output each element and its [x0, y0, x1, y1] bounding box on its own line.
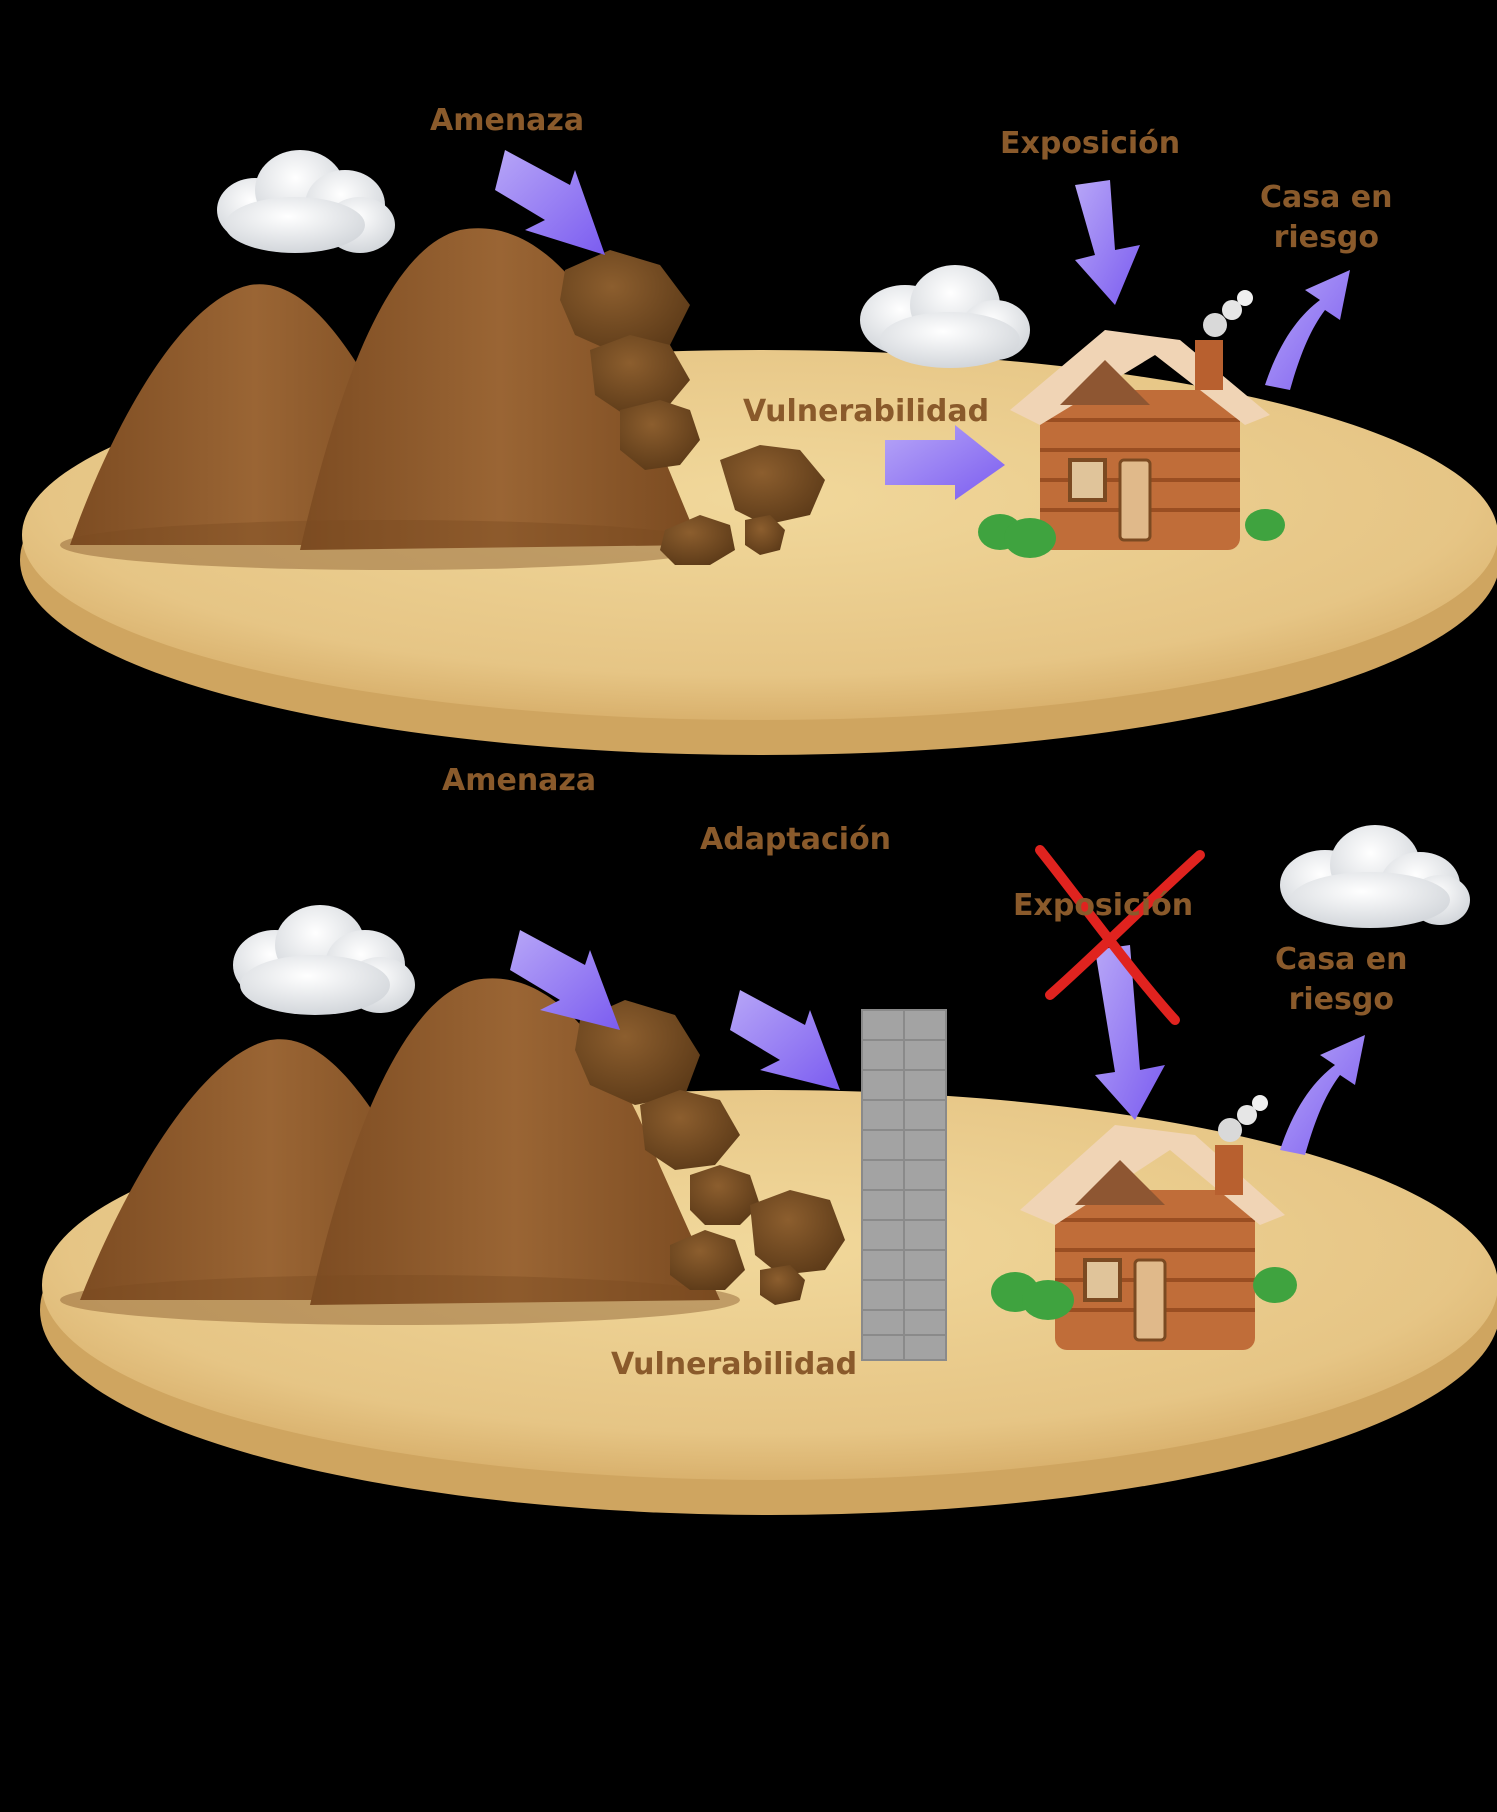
- label-amenaza: Amenaza: [442, 763, 597, 798]
- mountain-icon: [310, 978, 720, 1305]
- scene-adaptation: Amenaza Adaptación Exposición Casa en ri…: [0, 763, 1497, 1530]
- arrow-icon: [510, 930, 620, 1030]
- bush-icon: [1245, 509, 1285, 541]
- label-casa-en-riesgo: Casa en riesgo: [1275, 940, 1408, 1020]
- label-adaptacion: Adaptación: [700, 822, 892, 857]
- arrow-icon: [1075, 180, 1140, 305]
- mountain-icon: [300, 228, 700, 550]
- rock-icon: [560, 250, 825, 565]
- wall-icon: [861, 1009, 947, 1361]
- bush-icon: [991, 1272, 1074, 1320]
- arrow-icon: [1265, 270, 1350, 390]
- label-casa-line2: riesgo: [1273, 220, 1379, 255]
- label-vulnerabilidad: Vulnerabilidad: [743, 394, 990, 429]
- arrow-icon: [730, 990, 840, 1090]
- cloud-icon: [1280, 825, 1470, 928]
- cloud-icon: [233, 905, 415, 1015]
- cloud-icon: [860, 265, 1030, 368]
- house-icon: [1010, 290, 1270, 550]
- arrow-icon: [885, 425, 1005, 500]
- bush-icon: [978, 514, 1056, 558]
- label-exposicion: Exposición: [1013, 888, 1194, 923]
- label-exposicion: Exposición: [1000, 126, 1181, 161]
- cross-icon: [1035, 845, 1205, 1025]
- arrow-icon: [1280, 1035, 1365, 1155]
- scene-current-risk: Amenaza Exposición Casa en riesgo Vulner…: [0, 0, 1497, 780]
- cloud-icon: [217, 150, 395, 253]
- arrow-icon: [1095, 945, 1165, 1120]
- label-casa-line2: riesgo: [1288, 982, 1394, 1017]
- label-casa-line1: Casa en: [1275, 942, 1408, 977]
- arrow-icon: [495, 150, 605, 255]
- label-casa-line1: Casa en: [1260, 180, 1393, 215]
- house-icon: [1020, 1095, 1285, 1350]
- label-amenaza: Amenaza: [430, 103, 585, 138]
- bush-icon: [1253, 1267, 1297, 1303]
- label-vulnerabilidad: Vulnerabilidad: [611, 1347, 858, 1382]
- label-casa-en-riesgo: Casa en riesgo: [1260, 178, 1393, 258]
